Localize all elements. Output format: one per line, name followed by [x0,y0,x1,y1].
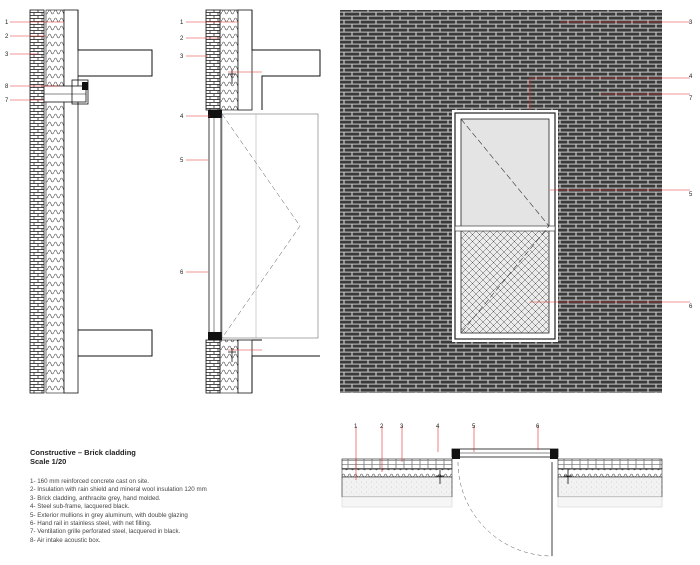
legend-list: 1- 160 mm reinforced concrete cast on si… [30,478,320,545]
section-b-callout-lines [186,21,262,351]
callout-label: 4 [436,424,440,430]
concrete-wall [63,9,79,394]
lower-slab [78,329,153,357]
callout-label: 5 [689,192,693,198]
legend-title: Constructive – Brick cladding [30,448,136,457]
callout-label: 2 [180,36,184,42]
callout-label: 5 [180,158,184,164]
callout-label: 1 [354,424,358,430]
callout-label: 1 [180,20,184,26]
legend: Constructive – Brick cladding Scale 1/20… [30,448,320,545]
callout-label: 3 [400,424,404,430]
callout-label: 6 [536,424,540,430]
legend-item: 3- Brick cladding, anthracite grey, hand… [30,494,161,502]
glazing-panel [460,118,550,230]
callout-label: 2 [380,424,384,430]
insulation-layer [45,9,65,394]
legend-item: 5- Exterior mullions in grey aluminum, w… [30,511,188,519]
legend-scale: Scale 1/20 [30,457,67,466]
legend-item: 6- Hand rail in stainless steel, with ne… [30,520,152,528]
legend-item: 1- 160 mm reinforced concrete cast on si… [30,478,149,485]
callout-label: 8 [5,84,9,90]
window-frame [208,109,222,341]
callout-label: 5 [472,424,476,430]
callout-label: 4 [180,114,184,120]
callout-label: 7 [689,96,693,102]
callout-label: 3 [5,52,9,58]
callout-label: 3 [180,54,184,60]
legend-item: 8- Air intake acoustic box. [30,536,101,544]
section-a-callout-lines [10,21,64,101]
callout-label: 6 [689,304,693,310]
callout-label: 3 [689,20,693,26]
section-b: 1 2 3 4 5 6 [180,9,321,394]
legend-item: 4- Steel sub-frame, lacquered black. [30,503,130,511]
section-a: 1 2 3 8 7 [5,9,153,394]
window-sash-swing [221,113,319,339]
facade-elevation: 4 7 3 5 6 [340,10,693,393]
legend-item: 7- Ventilation grille perforated steel, … [30,528,181,536]
plan-section: 1 2 3 4 5 6 [341,424,663,557]
callout-label: 4 [689,74,693,80]
callout-label: 7 [5,98,9,104]
elevation-callout-lines [529,21,690,303]
upper-slab [77,10,153,77]
callout-label: 1 [5,20,9,26]
brick-cladding-layer [29,9,45,394]
callout-label: 2 [5,34,9,40]
hand-rail-mesh [461,229,549,333]
legend-item: 2- Insulation with rain shield and miner… [30,486,207,494]
plan-callout-lines [355,426,539,480]
callout-label: 6 [180,270,184,276]
